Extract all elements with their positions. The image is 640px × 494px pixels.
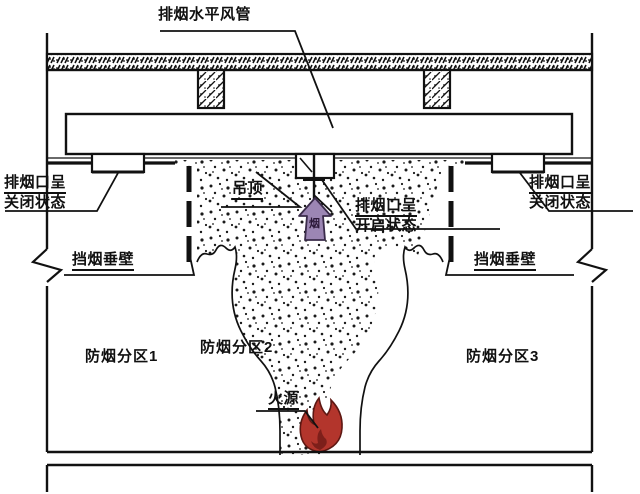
leader-barrier-left: [64, 251, 196, 276]
smoke-barrier-right-label: 挡烟垂壁: [474, 251, 537, 272]
zone-3-label: 防烟分区3: [466, 348, 540, 365]
leader-duct-title: [160, 30, 334, 129]
leader-lines: [5, 30, 633, 429]
leader-vent-left: [5, 172, 119, 212]
vent-left-line2: 关闭状态: [4, 194, 67, 212]
vent-left-line1: 排烟口呈: [4, 174, 67, 195]
leader-ceiling: [221, 171, 303, 208]
vent-center-line1: 排烟口呈: [355, 197, 418, 218]
downstand-beam-left: [196, 68, 226, 110]
vent-right-line2: 关闭状态: [529, 194, 592, 212]
floor-slab-bottom: [45, 450, 594, 492]
fire-source-label: 火源: [268, 390, 300, 411]
smoke-flow-arrow-icon: [298, 197, 332, 241]
leader-vent-center: [321, 179, 500, 230]
vent-center-line2: 开启状态: [355, 217, 418, 235]
leader-fire-source: [256, 410, 319, 429]
vent-right-state-label: 排烟口呈 关闭状态: [529, 174, 592, 212]
downstand-beam-right: [422, 68, 452, 110]
break-symbol-left: [30, 248, 64, 283]
break-symbol-right: [575, 248, 609, 283]
zone-2-label: 防烟分区2: [200, 339, 274, 356]
leader-vent-right: [519, 172, 633, 212]
concrete-floor-slab: [45, 52, 594, 110]
fire-source-flame: [299, 396, 343, 453]
smoke-barrier-left-label: 挡烟垂壁: [72, 251, 135, 272]
exhaust-vent-left[interactable]: [90, 152, 146, 174]
exhaust-vent-center[interactable]: [294, 152, 336, 213]
smoke-arrow-char: 烟: [309, 218, 320, 230]
vent-center-state-label: 排烟口呈 开启状态: [355, 197, 418, 235]
zone-1-label: 防烟分区1: [85, 348, 159, 365]
duct-title-label: 排烟水平风管: [158, 6, 252, 23]
vent-right-line1: 排烟口呈: [529, 174, 592, 195]
vent-left-state-label: 排烟口呈 关闭状态: [4, 174, 67, 212]
horizontal-exhaust-duct: [64, 112, 574, 156]
ceiling-label: 吊顶: [232, 180, 264, 201]
leader-barrier-right: [444, 251, 574, 276]
exhaust-vent-right[interactable]: [490, 152, 546, 174]
